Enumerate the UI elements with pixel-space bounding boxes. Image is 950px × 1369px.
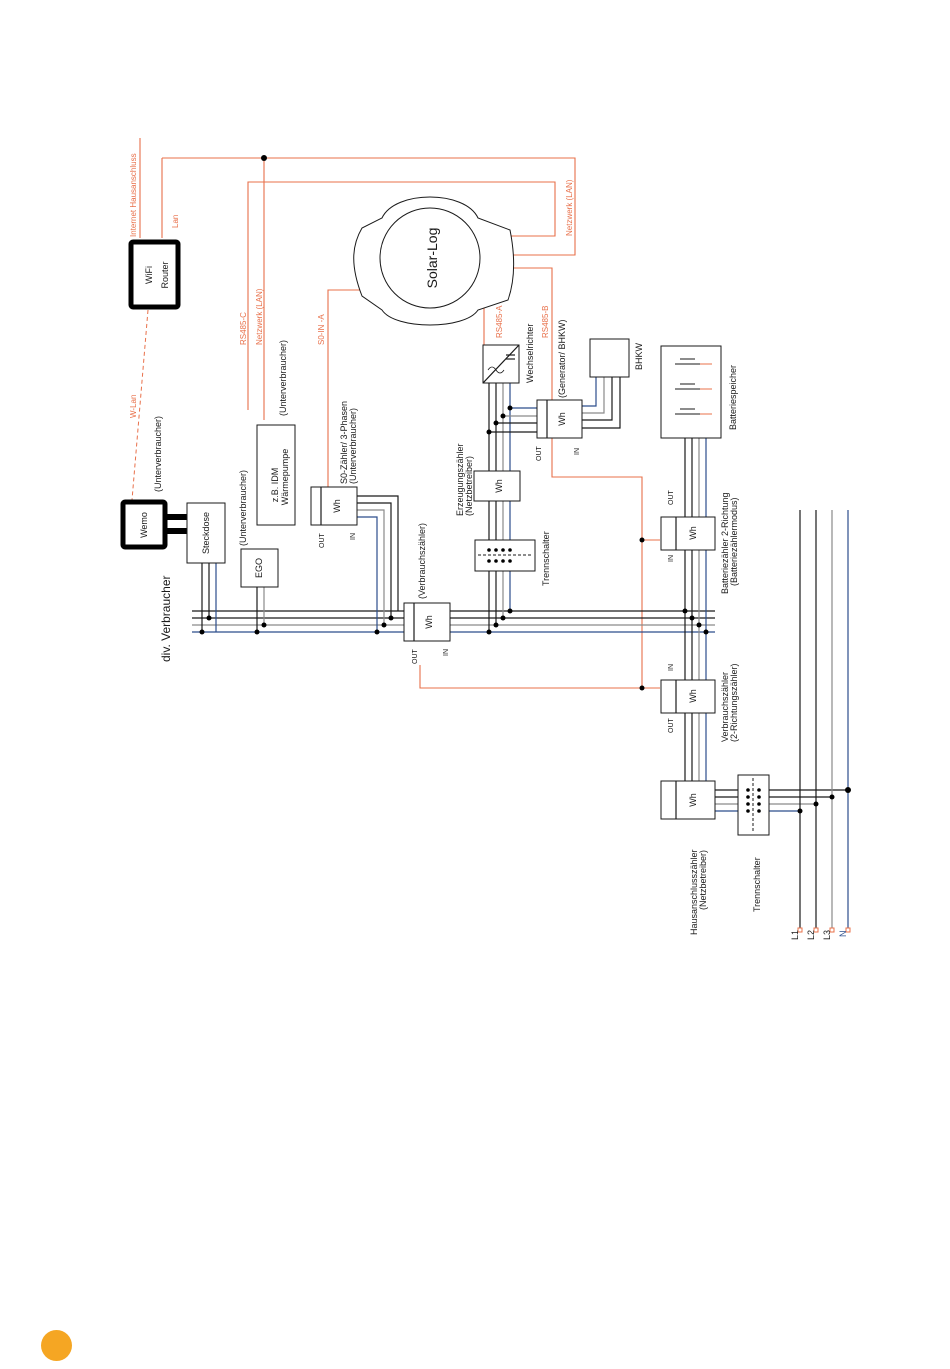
bhkw-label: BHKW <box>634 342 644 370</box>
bidirectional-meter-label-line2: (2-Richtungszähler) <box>729 663 739 742</box>
consumption-meter-label: (Verbrauchszähler) <box>417 523 427 599</box>
neutral-n-label: N <box>838 931 848 938</box>
phase-l1-label: L1 <box>790 930 800 940</box>
generation-meter-wh: Wh <box>494 479 504 493</box>
bidirectional-meter-out: OUT <box>668 718 675 734</box>
battery-meter-in: IN <box>668 555 675 562</box>
generator-meter: Wh <box>536 399 583 439</box>
wemo-plug: Wemo <box>120 499 187 550</box>
ego-label: EGO <box>254 558 264 578</box>
battery-meter-label-line1: Batteriezähler 2-Richtung <box>720 492 730 594</box>
page-marker-dot <box>41 1330 72 1361</box>
battery-storage-label: Batteriespeicher <box>728 365 738 430</box>
wifi-router: WiFi Router <box>128 239 181 310</box>
heatpump-label-line2: Wärmepumpe <box>280 449 290 506</box>
generation-meter: Wh <box>473 470 521 502</box>
router-label-router: Router <box>160 261 170 288</box>
house-meter-label-line1: Hausanschlusszähler <box>689 849 699 935</box>
consumption-meter-wh: Wh <box>424 615 434 629</box>
generator-meter-wh: Wh <box>557 412 567 426</box>
battery-meter-out: OUT <box>668 490 675 506</box>
rs485b-label: RS485-B <box>541 306 550 338</box>
s0-meter: Wh <box>310 486 358 526</box>
netzwerk-lan-right-label: Netzwerk (LAN) <box>565 179 574 236</box>
internet-label: Internet Hausanschluss <box>129 153 138 237</box>
bhkw-unit <box>589 338 630 378</box>
rs485a-label: RS485-A <box>495 305 504 338</box>
div-verbraucher-label: div. Verbraucher <box>159 576 173 663</box>
battery-storage <box>660 345 722 439</box>
disconnector-2-label: Trennschalter <box>752 857 762 912</box>
junction-dots <box>199 155 851 814</box>
s0-meter-in: IN <box>350 533 357 540</box>
heatpump-sub-label: (Unterverbraucher) <box>278 340 288 416</box>
rs485c-label: RS485-C <box>239 312 248 345</box>
wemo-label: Wemo <box>139 512 149 538</box>
solar-log-device: Solar-Log <box>353 196 515 326</box>
bidirectional-meter: Wh <box>660 679 716 714</box>
phase-l2-label: L2 <box>806 930 816 940</box>
device-labels: (Unterverbraucher) (Unterverbraucher) (U… <box>153 319 762 935</box>
router-label-wifi: WiFi <box>144 266 154 284</box>
heat-pump: z.B. IDM Wärmepumpe <box>256 424 296 526</box>
ego-sub-label: (Unterverbraucher) <box>238 470 248 546</box>
house-connection-meter: Wh <box>660 780 716 820</box>
battery-meter-wh: Wh <box>688 526 698 540</box>
generation-meter-label-line1: Erzeugungszähler <box>455 443 465 516</box>
inverter <box>482 344 520 384</box>
s0-meter-wh: Wh <box>332 499 342 513</box>
bidirectional-meter-label-line1: Verbrauchszähler <box>720 672 730 742</box>
s0-meter-label-line2: (Unterverbraucher) <box>348 408 358 484</box>
generation-meter-label-line2: (Netzbetreiber) <box>464 456 474 516</box>
consumption-meter: Wh <box>403 602 451 642</box>
bidirectional-meter-wh: Wh <box>688 689 698 703</box>
s0-in-a-label: S0-IN -A <box>317 314 326 345</box>
bidirectional-meter-in: IN <box>668 664 675 671</box>
network-wiring <box>131 138 660 689</box>
terminal-labels: OUT IN OUT IN OUT IN OUT IN IN OUT L1 L2… <box>319 446 848 941</box>
house-meter-wh: Wh <box>688 793 698 807</box>
s0-meter-out: OUT <box>319 533 326 549</box>
grid-terminals <box>797 927 851 933</box>
ego-heater: EGO <box>240 548 279 588</box>
disconnector-1-label: Trennschalter <box>541 531 551 586</box>
lan-label: Lan <box>171 215 180 228</box>
inverter-label: Wechselrichter <box>525 324 535 383</box>
disconnector-1 <box>474 539 536 572</box>
phase-l3-label: L3 <box>822 930 832 940</box>
s0-meter-label-line1: S0-Zähler/ 3-Phasen <box>339 401 349 484</box>
generator-label: (Generator/ BHKW) <box>557 319 567 398</box>
socket-steckdose: Steckdose <box>186 502 226 564</box>
generator-meter-in: IN <box>574 448 581 455</box>
disconnector-2 <box>737 774 770 836</box>
network-labels: Internet Hausanschluss Lan W-Lan RS485-C… <box>129 153 574 418</box>
consumption-meter-in: IN <box>443 649 450 656</box>
consumption-meter-out: OUT <box>412 649 419 665</box>
solar-log-label: Solar-Log <box>424 228 440 289</box>
netzwerk-lan-left-label: Netzwerk (LAN) <box>255 288 264 345</box>
battery-meter-label-line2: (Batteriezählermodus) <box>729 497 739 586</box>
generator-meter-out: OUT <box>536 446 543 462</box>
heatpump-label-line1: z.B. IDM <box>270 468 280 503</box>
house-meter-label-line2: (Netzbetreiber) <box>698 850 708 910</box>
wemo-sub-label: (Unterverbraucher) <box>153 416 163 492</box>
steckdose-label: Steckdose <box>201 512 211 554</box>
battery-meter: Wh <box>660 516 716 551</box>
wlan-label: W-Lan <box>129 395 138 418</box>
